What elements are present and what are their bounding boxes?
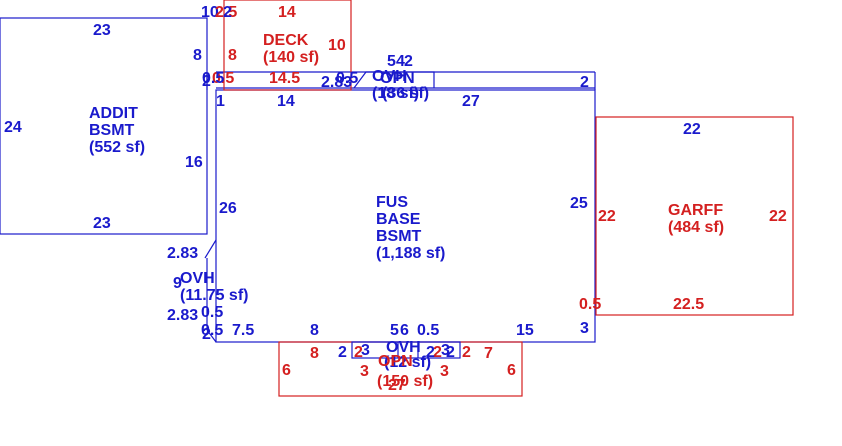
dim: 0.5 (212, 70, 234, 87)
dim: 3 (360, 363, 369, 380)
addit-name2: BSMT (89, 122, 135, 139)
fus-name2: BASE (376, 211, 421, 228)
dim: 26 (219, 200, 237, 217)
addit-area: (552 sf) (89, 139, 145, 156)
ovh-top-name: OVH (372, 68, 407, 85)
ovh-top-name2: OPN (380, 70, 415, 87)
dim: 14 (278, 4, 296, 21)
dim: 2 (202, 73, 211, 90)
dim: 22.5 (673, 296, 704, 313)
dim: 2 (446, 344, 455, 361)
opn-bottom-area: (150 sf) (377, 373, 433, 390)
dim: 2.83 (321, 74, 352, 91)
dim: 25 (570, 195, 588, 212)
ovh-bottom-area: (12 sf) (384, 354, 431, 371)
dim: 8 (228, 47, 237, 64)
dim: 3 (580, 320, 589, 337)
dim: 10 (328, 37, 346, 54)
dim: 27 (388, 377, 406, 394)
fus-name1: FUS (376, 194, 408, 211)
dim: 23 (93, 22, 111, 39)
dim: 2 (433, 344, 442, 361)
dim: 27 (462, 93, 480, 110)
dim: 15 (516, 322, 534, 339)
opn-bottom-name: OPN (378, 353, 413, 370)
dim: 14.5 (269, 70, 300, 87)
dim: 2 (462, 344, 471, 361)
addit-bsmt-outline (0, 17, 208, 235)
ovh-left-name: OVH (180, 270, 215, 287)
fus-area: (1,188 sf) (376, 245, 445, 262)
dim: 0.5 (417, 322, 439, 339)
dim: 9 (173, 275, 182, 292)
dim: 14 (277, 93, 295, 110)
dim: 5 (387, 53, 396, 70)
dim: 24 (4, 119, 22, 136)
dim: 0.5 (201, 304, 223, 321)
ovh-left-area: (11.75 sf) (180, 287, 248, 304)
dim: 22 (769, 208, 787, 225)
dim: 2 (202, 326, 211, 343)
ovh-top-outline (353, 71, 435, 89)
ovh-left-diag2 (206, 329, 217, 343)
dim: 1 (216, 93, 225, 110)
garff-outline (595, 116, 794, 316)
dim: 2 (338, 344, 347, 361)
dim: 6 (507, 362, 516, 379)
dim: 2.83 (167, 307, 198, 324)
dim: 8 (193, 47, 202, 64)
deck-name: DECK (263, 32, 309, 49)
dim: 22 (683, 121, 701, 138)
dim: 10 (201, 4, 219, 21)
deck-area: (140 sf) (263, 49, 319, 66)
dim: 6 (282, 362, 291, 379)
dim: 0.5 (202, 70, 224, 87)
dim: 0.5 (201, 322, 223, 339)
dim: 2 (354, 344, 363, 361)
ovh-left-diag (204, 239, 217, 259)
ovh-bottom-name: OVH (386, 339, 421, 356)
dim: 2 (426, 344, 435, 361)
dim: 7 (484, 345, 493, 362)
dim: 8 (310, 345, 319, 362)
dim: 2 (223, 4, 232, 21)
ovh-top-area2: (36 sf) (382, 85, 429, 102)
dim: 22 (598, 208, 616, 225)
dim: 2 (580, 74, 589, 91)
garff-name: GARFF (668, 202, 723, 219)
dim: 2.5 (215, 4, 237, 21)
dim: 0.5 (336, 70, 358, 87)
dim: 4 (396, 53, 405, 70)
deck-outline (223, 0, 352, 91)
dim: 23 (93, 215, 111, 232)
dim: 3 (440, 363, 449, 380)
dim: 2 (404, 53, 413, 70)
dim: 8 (310, 322, 319, 339)
dim: 7.5 (232, 322, 254, 339)
ovh-bottom-outline (351, 341, 461, 359)
dim: 3 (361, 342, 370, 359)
dim: 2.83 (167, 245, 198, 262)
garff-area: (484 sf) (668, 219, 724, 236)
fus-name3: BSMT (376, 228, 422, 245)
dim: 16 (185, 154, 203, 171)
dim: 3 (441, 342, 450, 359)
addit-name1: ADDIT (89, 105, 138, 122)
dim: 5 (390, 322, 399, 339)
dim: 6 (400, 322, 409, 339)
dim: 0.5 (579, 296, 601, 313)
ovh-top-area: (18 sf) (372, 85, 419, 102)
